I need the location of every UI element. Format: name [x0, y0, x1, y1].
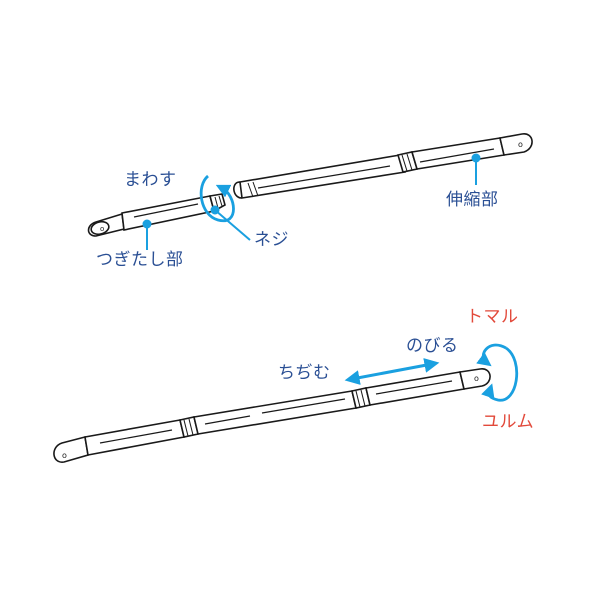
extension-part-pole — [87, 193, 226, 237]
label-loosen: ユルム — [482, 412, 535, 432]
label-telescopic-part: 伸縮部 — [446, 190, 499, 210]
extend-shrink-arrow-icon — [344, 358, 440, 385]
label-extension-part: つぎたし部 — [96, 250, 184, 270]
hole-icon: o — [100, 225, 104, 233]
loosen-arrow-icon — [481, 346, 519, 402]
label-rotate: まわす — [124, 170, 177, 190]
label-tighten: トマル — [466, 307, 519, 327]
assembled-pole — [53, 368, 491, 463]
label-screw: ネジ — [254, 230, 289, 250]
tighten-arrow-icon — [476, 343, 507, 367]
label-extend: のびる — [406, 336, 459, 356]
svg-text:o: o — [518, 140, 523, 149]
label-shrink: ちぢむ — [278, 363, 331, 383]
telescopic-part-pole — [233, 133, 533, 199]
svg-text:o: o — [62, 451, 67, 460]
rotate-arrow-icon — [199, 174, 235, 223]
svg-text:o: o — [474, 374, 479, 383]
